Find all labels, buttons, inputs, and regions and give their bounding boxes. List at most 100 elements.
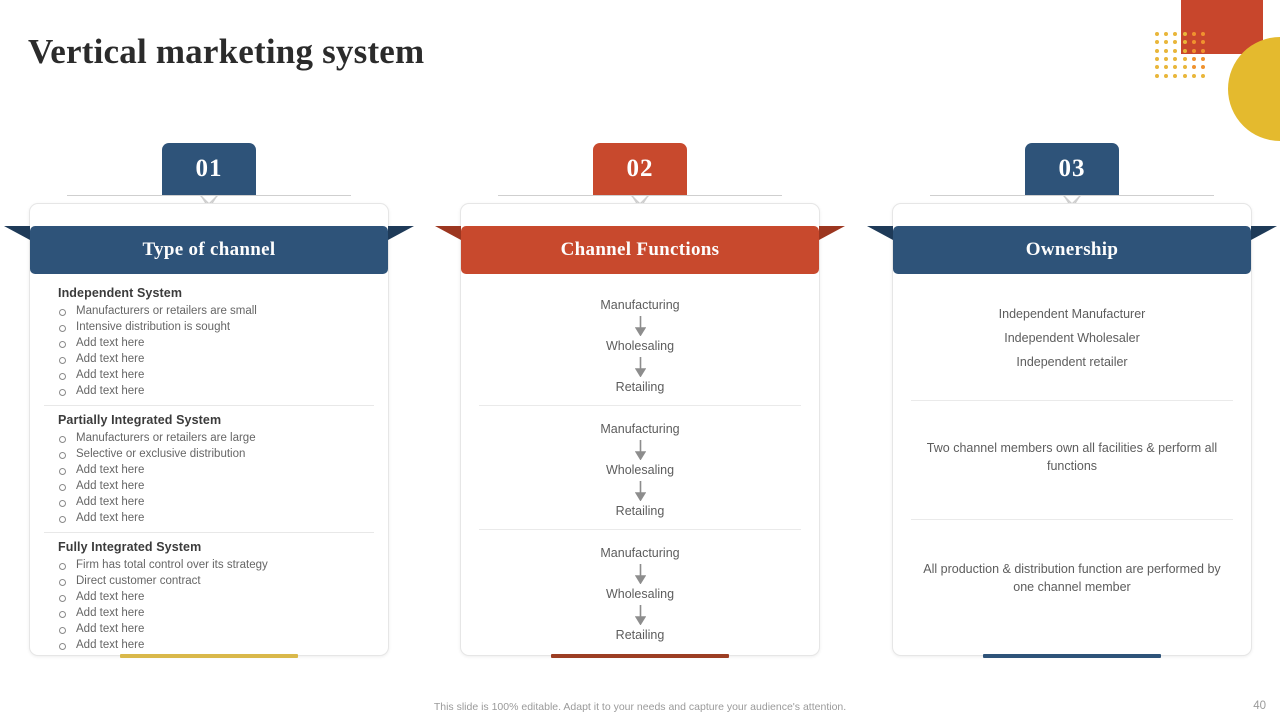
decorative-dot [1163, 48, 1168, 53]
list-item: Manufacturers or retailers are small [44, 303, 374, 319]
list-item: Direct customer contract [44, 573, 374, 589]
column-type-of-channel: 01 Type of channel Independent System [4, 143, 414, 658]
decorative-dot [1201, 73, 1206, 78]
flow-block: Manufacturing Wholesaling Retailing [479, 529, 801, 653]
decorative-dot [1191, 57, 1196, 62]
decorative-dot [1173, 48, 1178, 53]
decorative-dot [1191, 48, 1196, 53]
list-item: Add text here [44, 335, 374, 351]
ribbon-label: Channel Functions [461, 226, 819, 274]
decorative-dot [1163, 57, 1168, 62]
ownership-line: Independent Manufacturer [998, 307, 1146, 321]
decorative-dot [1201, 40, 1206, 45]
flow-step: Manufacturing [600, 298, 680, 312]
list-item: Add text here [44, 383, 374, 399]
flow-step: Manufacturing [600, 546, 680, 560]
arrow-down-icon [479, 313, 801, 339]
decorative-dot [1182, 73, 1187, 78]
card-channel-functions: Channel Functions Manufacturing Wholesal… [435, 203, 845, 658]
list-item: Intensive distribution is sought [44, 319, 374, 335]
horizontal-rule [498, 195, 782, 196]
card-accent-bar [120, 654, 298, 658]
bullet-list: Manufacturers or retailers are small Int… [44, 303, 374, 399]
arrow-down-icon [479, 478, 801, 504]
decorative-dot [1163, 65, 1168, 70]
step-badge-02: 02 [593, 143, 687, 195]
ownership-line: Independent retailer [1016, 355, 1128, 369]
decorative-dot [1173, 32, 1178, 37]
flow-block: Manufacturing Wholesaling Retailing [479, 405, 801, 529]
list-item: Add text here [44, 605, 374, 621]
list-item: Selective or exclusive distribution [44, 446, 374, 462]
decorative-dot [1154, 48, 1159, 53]
column-channel-functions: 02 Channel Functions Manufacturing [435, 143, 845, 658]
group-partially-integrated-system: Partially Integrated System Manufacturer… [44, 405, 374, 532]
ribbon-fold-right [1251, 226, 1277, 240]
list-item: Add text here [44, 351, 374, 367]
ownership-paragraph: All production & distribution function a… [923, 562, 1221, 594]
ribbon-fold-left [435, 226, 461, 240]
bullet-list: Firm has total control over its strategy… [44, 557, 374, 653]
decorative-dot [1201, 57, 1206, 62]
flow-step: Manufacturing [600, 422, 680, 436]
decorative-dot [1191, 73, 1196, 78]
decorative-dot [1191, 32, 1196, 37]
column-ownership: 03 Ownership Independent Manufacturer In… [867, 143, 1277, 658]
decorative-dot [1182, 57, 1187, 62]
horizontal-rule [67, 195, 351, 196]
flow-step: Wholesaling [605, 463, 675, 477]
ribbon-ownership: Ownership [867, 226, 1277, 274]
group-independent-system: Independent System Manufacturers or reta… [44, 286, 374, 405]
group-title: Partially Integrated System [58, 413, 222, 427]
editable-note: This slide is 100% editable. Adapt it to… [433, 701, 847, 713]
list-body: Independent System Manufacturers or reta… [44, 286, 374, 651]
ribbon-fold-right [819, 226, 845, 240]
decorative-rectangle [1181, 0, 1263, 54]
decorative-dot [1154, 40, 1159, 45]
flow-step: Retailing [615, 628, 665, 642]
ownership-block: Independent Manufacturer Independent Who… [911, 282, 1233, 400]
decorative-dot-grid [1152, 30, 1208, 80]
badge-rule-row [892, 194, 1252, 210]
decorative-dot [1201, 65, 1206, 70]
ownership-block: Two channel members own all facilities &… [911, 400, 1233, 519]
card-accent-bar [983, 654, 1161, 658]
badge-rule-row [29, 194, 389, 210]
page-number: 40 [1253, 700, 1266, 712]
decorative-dot [1173, 65, 1178, 70]
decorative-dot [1173, 57, 1178, 62]
badge-rule-row [460, 194, 820, 210]
list-item: Add text here [44, 462, 374, 478]
decorative-dot [1191, 40, 1196, 45]
decorative-dot [1154, 32, 1159, 37]
page-title: Vertical marketing system [28, 32, 425, 71]
group-title: Fully Integrated System [58, 540, 202, 554]
decorative-dot [1182, 40, 1187, 45]
decorative-dot [1182, 48, 1187, 53]
step-badge-03: 03 [1025, 143, 1119, 195]
card-type-of-channel: Type of channel Independent System Manuf… [4, 203, 414, 658]
decorative-dot [1163, 40, 1168, 45]
bullet-list: Manufacturers or retailers are large Sel… [44, 430, 374, 526]
list-item: Add text here [44, 494, 374, 510]
decorative-dot [1173, 73, 1178, 78]
ribbon-label: Type of channel [30, 226, 388, 274]
list-item: Add text here [44, 637, 374, 653]
ownership-body: Independent Manufacturer Independent Who… [911, 282, 1233, 645]
ribbon-type-of-channel: Type of channel [4, 226, 414, 274]
decorative-dot [1154, 73, 1159, 78]
decorative-dot [1191, 65, 1196, 70]
horizontal-rule [930, 195, 1214, 196]
ribbon-fold-right [388, 226, 414, 240]
ribbon-channel-functions: Channel Functions [435, 226, 845, 274]
arrow-down-icon [479, 437, 801, 463]
flow-step: Retailing [615, 504, 665, 518]
list-item: Add text here [44, 589, 374, 605]
ribbon-fold-left [867, 226, 893, 240]
decorative-dot [1163, 32, 1168, 37]
list-item: Manufacturers or retailers are large [44, 430, 374, 446]
ownership-line: Independent Wholesaler [1004, 331, 1140, 345]
flow-step: Wholesaling [605, 587, 675, 601]
arrow-down-icon [479, 354, 801, 380]
